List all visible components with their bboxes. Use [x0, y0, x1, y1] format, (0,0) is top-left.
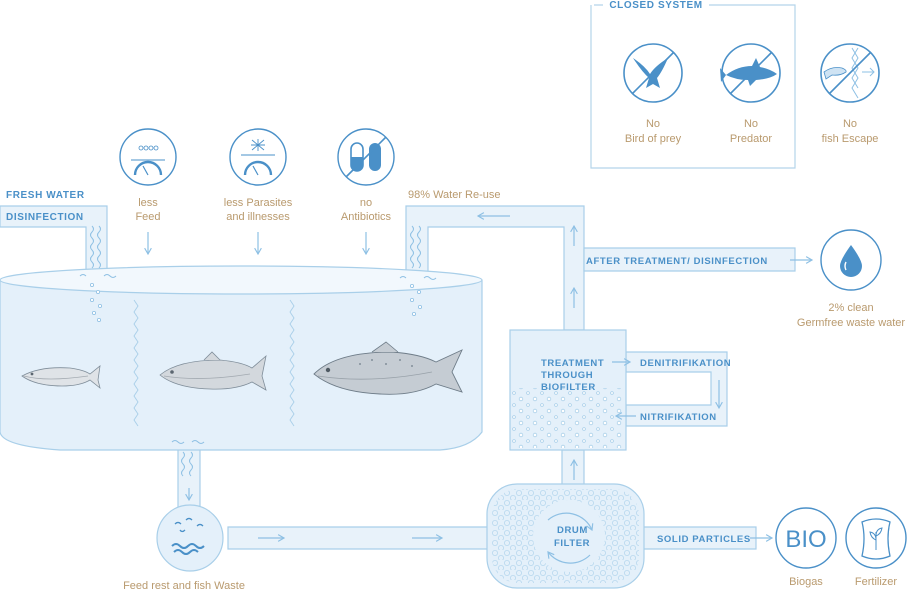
biofilter-line1: TREATMENT — [541, 358, 604, 369]
fertilizer-label: Fertilizer — [855, 576, 898, 588]
waste-label: Feed rest and fish Waste — [123, 580, 245, 591]
closed-item-1-line2: Bird of prey — [625, 133, 682, 145]
after-treatment-pipe — [583, 247, 796, 272]
fertilizer-sack-icon — [845, 507, 907, 569]
closed-system-title: CLOSED SYSTEM — [609, 0, 702, 11]
after-treatment-label: AFTER TREATMENT/ DISINFECTION — [586, 256, 768, 267]
benefit-3-line2: Antibiotics — [341, 211, 392, 223]
reuse-label: 98% Water Re-use — [408, 189, 501, 201]
benefit-2-line1: less Parasites — [224, 197, 293, 209]
benefit-1-line1: less — [138, 197, 158, 209]
waste-collector — [156, 504, 224, 572]
fish-escape-icon — [820, 43, 880, 103]
bio-text: BIO — [785, 526, 826, 553]
closed-item-2-line2: Predator — [730, 133, 773, 145]
clean-water-line2: Germfree waste water — [797, 317, 906, 329]
drum-filter — [486, 483, 645, 589]
outlet-pipe — [177, 447, 201, 511]
closed-item-2-line1: No — [744, 118, 758, 130]
closed-item-3-line2: fish Escape — [822, 133, 879, 145]
salmon-small — [21, 365, 101, 390]
flow-arrows — [144, 212, 814, 542]
clean-water-line1: 2% clean — [828, 302, 873, 314]
salmon-large — [313, 341, 463, 395]
drum-filter-line1: DRUM — [557, 525, 588, 536]
water-drop-icon — [820, 229, 882, 291]
benefit-3-line1: no — [360, 197, 372, 209]
biogas-label: Biogas — [789, 576, 823, 588]
no-antibiotics-icon — [337, 128, 395, 186]
feed-gauge-icon — [119, 128, 177, 186]
biofilter-box — [509, 329, 627, 451]
biofilter-line2: THROUGH — [541, 370, 593, 381]
fresh-water-label: FRESH WATER — [6, 190, 85, 201]
salmon-medium — [159, 351, 267, 391]
biofilter-line3: BIOFILTER — [541, 382, 596, 393]
benefit-2-line2: and illnesses — [226, 211, 290, 223]
labels: FRESH WATER DISINFECTION less Feed less … — [6, 189, 906, 592]
disinfection-label: DISINFECTION — [6, 212, 84, 223]
closed-system-panel: CLOSED SYSTEM No Bird of prey No Predato… — [590, 0, 880, 169]
shark-icon — [720, 43, 781, 103]
parasite-gauge-icon — [229, 128, 287, 186]
bird-of-prey-icon — [623, 43, 683, 103]
nitrifikation-label: NITRIFIKATION — [640, 412, 717, 423]
drum-to-biofilter-pipe — [561, 449, 585, 489]
bio-icon — [775, 507, 837, 569]
drum-filter-line2: FILTER — [554, 538, 590, 549]
benefit-1-line2: Feed — [135, 211, 160, 223]
denitrifikation-label: DENITRIFIKATION — [640, 358, 731, 369]
closed-item-1-line1: No — [646, 118, 660, 130]
closed-item-3-line1: No — [843, 118, 857, 130]
fish-tank — [0, 225, 483, 477]
solid-particles-label: SOLID PARTICLES — [657, 534, 751, 545]
